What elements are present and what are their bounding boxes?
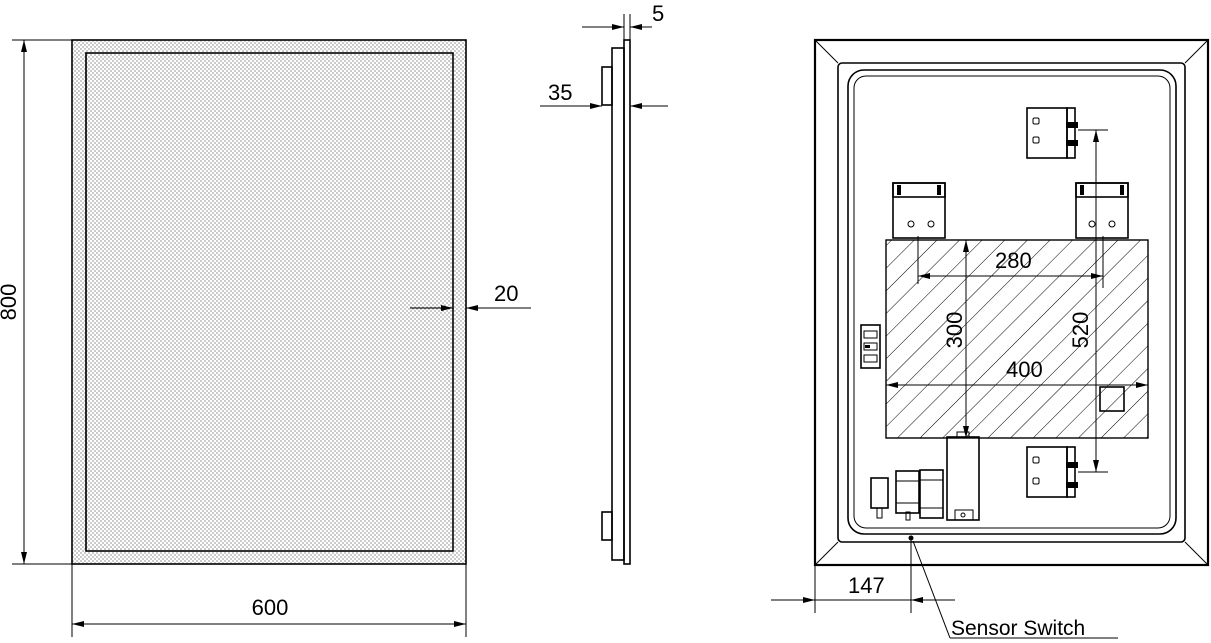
back-view: 280 300 520 400 147 Sensor Switch — [771, 38, 1210, 640]
glass-thickness-label: 5 — [652, 1, 664, 26]
side-body — [611, 47, 625, 561]
back-frame-outer — [813, 38, 1210, 567]
back-led-strip — [847, 69, 1177, 535]
side-view: 5 35 — [540, 1, 668, 565]
dim-280-label: 280 — [995, 248, 1032, 273]
terminal-block-2 — [919, 469, 944, 519]
height-label: 800 — [0, 284, 21, 321]
side-bracket-top — [601, 66, 613, 106]
hanger-bottom-right — [1026, 446, 1078, 498]
dim-520-label: 520 — [1068, 312, 1093, 349]
hanger-top-right — [1026, 107, 1078, 159]
front-mirror-glass — [85, 52, 454, 552]
front-frame-outer — [71, 39, 467, 565]
side-bracket-bottom — [601, 511, 613, 541]
side-glass — [623, 39, 631, 565]
border-label: 20 — [494, 281, 518, 306]
sensor-leader-line — [912, 540, 951, 639]
led-driver — [946, 431, 980, 521]
plug-module — [870, 477, 889, 519]
dim-147-label: 147 — [848, 573, 885, 598]
depth-label: 35 — [548, 80, 572, 105]
side-switch — [860, 324, 881, 369]
back-frame-inner — [837, 62, 1186, 543]
sensor-switch-label: Sensor Switch — [951, 617, 1085, 640]
front-led-border — [72, 40, 466, 564]
dim-300-label: 300 — [942, 312, 967, 349]
bracket-top-left — [892, 182, 946, 239]
bracket-top-right — [1075, 182, 1129, 239]
dim-400-label: 400 — [1006, 357, 1043, 382]
front-view: 800 600 20 — [0, 39, 531, 637]
width-label: 600 — [252, 595, 289, 620]
terminal-block-1 — [895, 470, 920, 521]
